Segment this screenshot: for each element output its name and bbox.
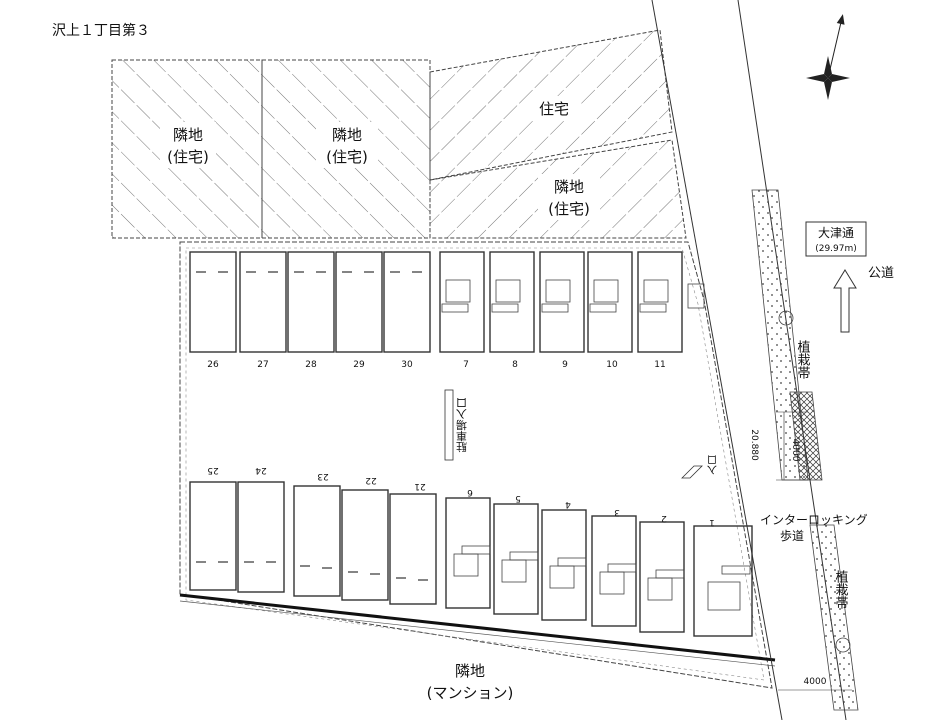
neighbor-left-2-label: 隣地 (332, 126, 362, 144)
parking-space-8 (489, 251, 535, 353)
planting-strip-bottom (809, 524, 859, 711)
parking-space-11 (637, 251, 683, 353)
site-boundary (179, 241, 773, 689)
public-road-label: 公道 (868, 266, 894, 281)
road-width: (29.97m) (815, 244, 857, 254)
space-number: 3 (614, 507, 620, 517)
neighbor-left-2-sub: (住宅) (326, 148, 368, 166)
parking-space-27 (239, 251, 287, 353)
dim-bottom: 4000 (804, 677, 827, 687)
parking-space-1 (693, 525, 753, 637)
north-arrow-icon (833, 269, 857, 333)
neighbor-left-1-label: 隣地 (173, 126, 203, 144)
neighbor-right-label: 隣地 (554, 178, 584, 196)
space-number: 23 (317, 471, 328, 481)
parking-space-29 (335, 251, 383, 353)
parking-space-10 (587, 251, 633, 353)
parking-space-30 (383, 251, 431, 353)
space-number: 26 (207, 360, 219, 370)
neighbor-lot-right: 隣地 (住宅) (429, 139, 687, 239)
neighbor-house-label: 住宅 (539, 100, 569, 118)
space-number: 8 (512, 360, 518, 370)
space-number: 9 (562, 360, 568, 370)
parking-space-21 (389, 493, 437, 605)
space-number: 7 (463, 360, 469, 370)
neighbor-lot-left-1: 隣地 (住宅) (111, 59, 263, 239)
road-name-box (805, 221, 867, 257)
dim-vertical: 4000 (790, 439, 800, 462)
page-title: 沢上１丁目第３ (52, 22, 150, 39)
space-number: 24 (255, 465, 267, 475)
space-number: 1 (709, 517, 715, 527)
parking-space-2 (639, 521, 685, 633)
aisle-label: 駐車場入口 (456, 398, 469, 454)
space-numbers-top: 26 27 28 29 30 7 8 9 10 11 (207, 360, 665, 370)
neighbor-left-1-sub: (住宅) (167, 148, 209, 166)
space-number: 4 (565, 499, 571, 509)
neighbor-bottom-label: 隣地 (455, 662, 485, 680)
parking-space-7 (439, 251, 485, 353)
dim-entrance: 20.880 (749, 429, 759, 461)
parking-space-28 (287, 251, 335, 353)
space-number: 10 (606, 360, 618, 370)
parking-space-3 (591, 515, 637, 627)
compass-icon (806, 14, 850, 100)
space-number: 28 (305, 360, 317, 370)
space-number: 5 (515, 493, 521, 503)
road-edge-left (651, 0, 783, 720)
space-number: 11 (654, 360, 665, 370)
sidewalk-label: インターロッキング (760, 513, 868, 527)
neighbor-lot-left-2: 隣地 (住宅) (261, 59, 431, 239)
neighbor-lot-house: 住宅 (429, 29, 673, 181)
space-number: 21 (414, 481, 425, 491)
parking-space-6 (445, 497, 491, 609)
planting-label-bottom: 植栽帯 (833, 570, 849, 609)
space-numbers-bottom: 25 24 23 22 21 6 5 4 3 2 1 (207, 465, 715, 527)
planting-label-top: 植栽帯 (795, 340, 811, 379)
parking-space-22 (341, 489, 389, 601)
parking-space-4 (541, 509, 587, 621)
parking-row-bottom (189, 481, 753, 637)
space-number: 29 (353, 360, 365, 370)
parking-space-9 (539, 251, 585, 353)
space-number: 6 (467, 487, 473, 497)
space-number: 2 (661, 513, 667, 523)
space-number: 22 (365, 475, 376, 485)
parking-space-24 (237, 481, 285, 593)
parking-space-26 (189, 251, 237, 353)
neighbor-bottom-sub: (マンション) (427, 684, 514, 702)
neighbor-right-sub: (住宅) (548, 200, 590, 218)
entrance-arrow-text: 入口 (708, 455, 720, 475)
sidewalk-sub: 歩道 (780, 528, 804, 543)
boundary-wall (179, 593, 776, 662)
space-number: 27 (257, 360, 268, 370)
space-number: 30 (401, 360, 413, 370)
space-number: 25 (207, 465, 218, 475)
parking-space-25 (189, 481, 237, 591)
parking-space-23 (293, 485, 341, 597)
parking-space-5 (493, 503, 539, 615)
road-name: 大津通 (818, 226, 854, 240)
parking-row-top (189, 251, 705, 353)
